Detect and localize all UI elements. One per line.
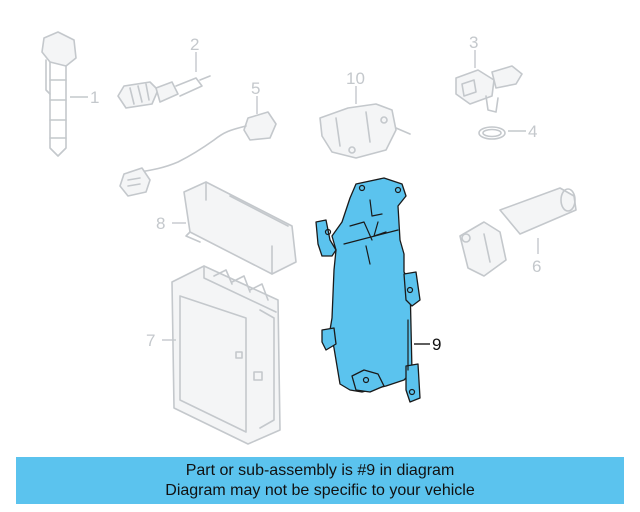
banner-line-2: Diagram may not be specific to your vehi… bbox=[165, 481, 475, 499]
parts-diagram: 1 2 3 4 5 10 bbox=[41, 31, 577, 445]
o-ring-part[interactable] bbox=[478, 126, 506, 140]
bracket-10-part[interactable] bbox=[319, 103, 411, 159]
callout-5: 5 bbox=[251, 79, 260, 98]
ignition-coil-part[interactable] bbox=[41, 31, 77, 157]
callout-8: 8 bbox=[156, 214, 165, 233]
callout-10: 10 bbox=[346, 69, 365, 88]
camshaft-sensor-part[interactable] bbox=[455, 65, 523, 113]
callout-6: 6 bbox=[532, 257, 541, 276]
crankshaft-sensor-part[interactable] bbox=[459, 187, 577, 277]
ecu-bracket-part-9[interactable] bbox=[315, 177, 421, 403]
spark-plug-part[interactable] bbox=[117, 75, 211, 109]
callout-4: 4 bbox=[528, 122, 537, 141]
sensor-harness-part[interactable] bbox=[119, 111, 277, 197]
callout-1: 1 bbox=[90, 88, 99, 107]
callout-7: 7 bbox=[146, 331, 155, 350]
callout-3: 3 bbox=[469, 33, 478, 52]
ecu-module-part[interactable] bbox=[171, 265, 281, 445]
callout-9: 9 bbox=[432, 335, 441, 354]
callout-2: 2 bbox=[190, 35, 199, 54]
banner-line-1: Part or sub-assembly is #9 in diagram bbox=[185, 461, 455, 479]
info-banner: Part or sub-assembly is #9 in diagram Di… bbox=[16, 457, 624, 504]
ecu-cover-part[interactable] bbox=[183, 181, 297, 275]
o-ring-inner bbox=[482, 128, 502, 138]
